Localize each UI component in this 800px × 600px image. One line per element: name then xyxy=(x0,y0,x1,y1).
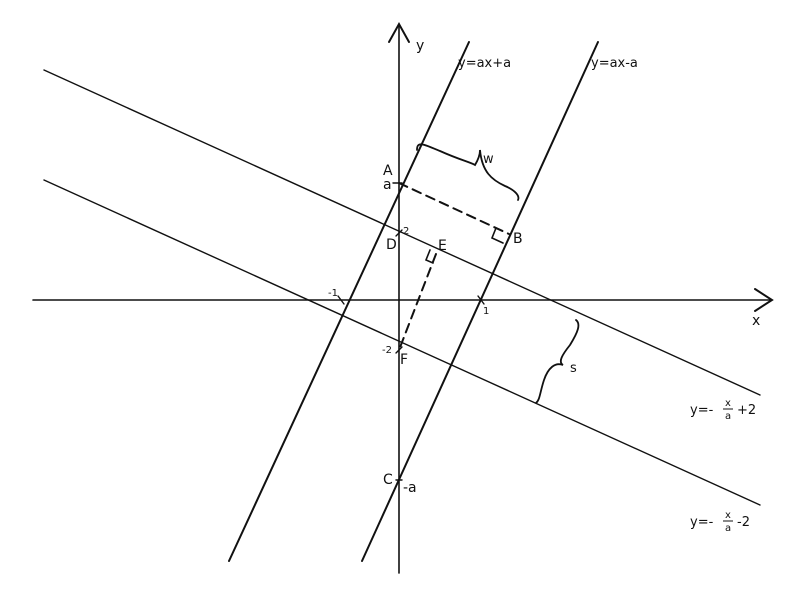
dashed-segment-AB xyxy=(398,182,510,235)
tick-x-neg1 xyxy=(337,295,345,305)
tick-label-y-a: a xyxy=(383,177,392,193)
equation-y-ax-plus-a: y=ax+a xyxy=(458,56,511,71)
brace-s xyxy=(535,319,580,404)
point-label-F: F xyxy=(400,352,408,368)
right-angle-marker-B xyxy=(490,227,504,244)
tick-label-x-neg1: -1 xyxy=(328,288,338,299)
svg-text:+2: +2 xyxy=(737,403,756,418)
y-axis-arrowhead xyxy=(388,21,410,43)
brace-label-w: w xyxy=(483,152,494,167)
y-axis-label: y xyxy=(416,38,424,54)
svg-text:x: x xyxy=(725,398,731,409)
x-axis-label: x xyxy=(752,313,760,329)
tick-label-y-neg-a: -a xyxy=(403,480,417,496)
line-y-ax-minus-a xyxy=(361,41,599,562)
tick-x-1 xyxy=(477,295,485,305)
tick-label-y-2: 2 xyxy=(403,226,409,237)
svg-text:a: a xyxy=(725,523,731,534)
equation-y-neg-x-over-a-minus-2: y=- x a -2 xyxy=(690,510,750,534)
dashed-segment-EF xyxy=(398,253,437,351)
tick-y-neg2 xyxy=(395,346,403,354)
svg-text:a: a xyxy=(725,411,731,422)
svg-text:-2: -2 xyxy=(737,515,750,530)
tick-label-x-1: 1 xyxy=(483,306,489,317)
brace-label-s: s xyxy=(570,361,577,376)
svg-text:x: x xyxy=(725,510,731,521)
tick-label-y-neg2: -2 xyxy=(382,345,392,356)
point-label-A: A xyxy=(383,163,393,179)
brace-w xyxy=(416,143,520,201)
line-y-ax-plus-a xyxy=(228,41,470,562)
x-axis-arrowhead xyxy=(754,288,774,312)
right-angle-marker-E xyxy=(424,249,434,264)
tick-y-2 xyxy=(395,229,403,237)
point-label-E: E xyxy=(438,238,447,254)
equation-y-ax-minus-a: y=ax-a xyxy=(591,56,638,71)
point-label-D: D xyxy=(386,237,397,253)
equation-y-neg-x-over-a-plus-2: y=- x a +2 xyxy=(690,398,756,422)
point-label-B: B xyxy=(513,231,523,247)
svg-text:y=-: y=- xyxy=(690,515,714,530)
svg-text:y=-: y=- xyxy=(690,403,714,418)
point-label-C: C xyxy=(383,472,393,488)
line-y-neg-x-over-a-plus-2 xyxy=(43,69,761,396)
